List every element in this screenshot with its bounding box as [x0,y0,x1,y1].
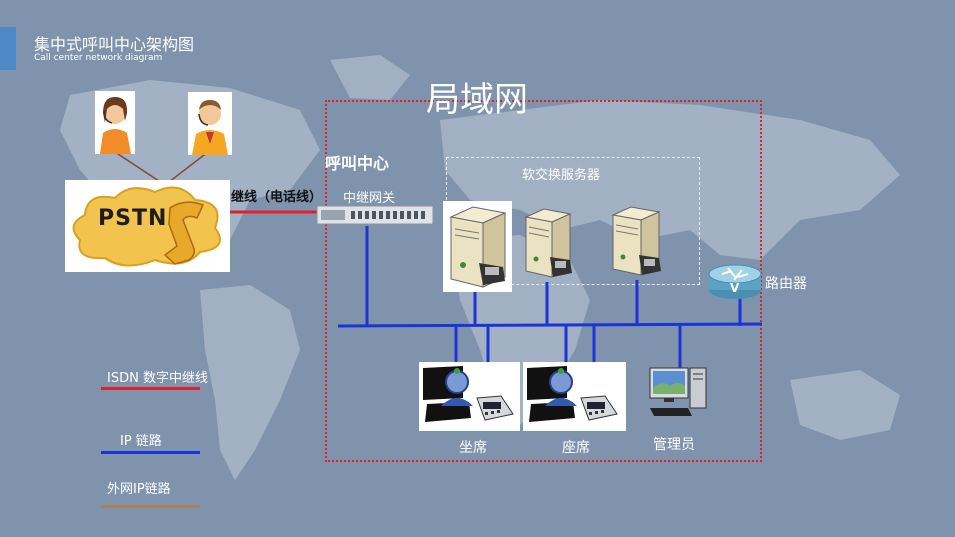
seat2-label: 座席 [562,440,590,456]
pstn-label: PSTN [98,206,168,231]
admin-label: 管理员 [653,437,695,453]
lan-label: 局域网 [426,80,528,120]
greenland-shape [330,55,410,100]
legend-isdn-line [101,387,200,390]
softswitch-server-2-icon [524,208,572,278]
trunk-gateway-icon [316,205,434,225]
softswitch-label: 软交换服务器 [522,168,601,183]
seat1-label: 坐席 [459,440,487,456]
title-accent-bar [0,27,16,70]
agent2-pstn-link [164,151,209,186]
ip-backbone [337,322,763,328]
page-subtitle: Call center network diagram [34,53,163,63]
seat1-workstation-icon [419,362,520,431]
legend-external-line [101,505,200,508]
female-agent-icon [95,91,135,154]
call-center-label: 呼叫中心 [325,154,390,173]
softswitch-server-3-icon [611,206,661,276]
legend-ip-line [101,451,200,454]
router-icon: V [708,264,762,299]
legend-isdn-label: ISDN 数字中继线 [107,371,208,386]
south-america-shape [200,285,300,480]
pstn-cloud-icon [65,180,230,272]
legend-external-label: 外网IP链路 [107,482,171,497]
admin-computer-icon [649,367,707,416]
seat2-workstation-icon [523,362,626,431]
softswitch-server-main-icon [443,201,512,292]
svg-text:V: V [730,281,740,295]
trunk-label: 继线（电话线） [231,190,323,205]
legend-ip-label: IP 链路 [120,434,162,449]
australia-shape [790,370,900,440]
page-title: 集中式呼叫中心架构图 [34,35,195,54]
router-label: 路由器 [765,276,807,292]
gateway-label: 中继网关 [343,191,396,206]
male-agent-icon [188,92,232,155]
agent1-pstn-link [114,151,166,186]
